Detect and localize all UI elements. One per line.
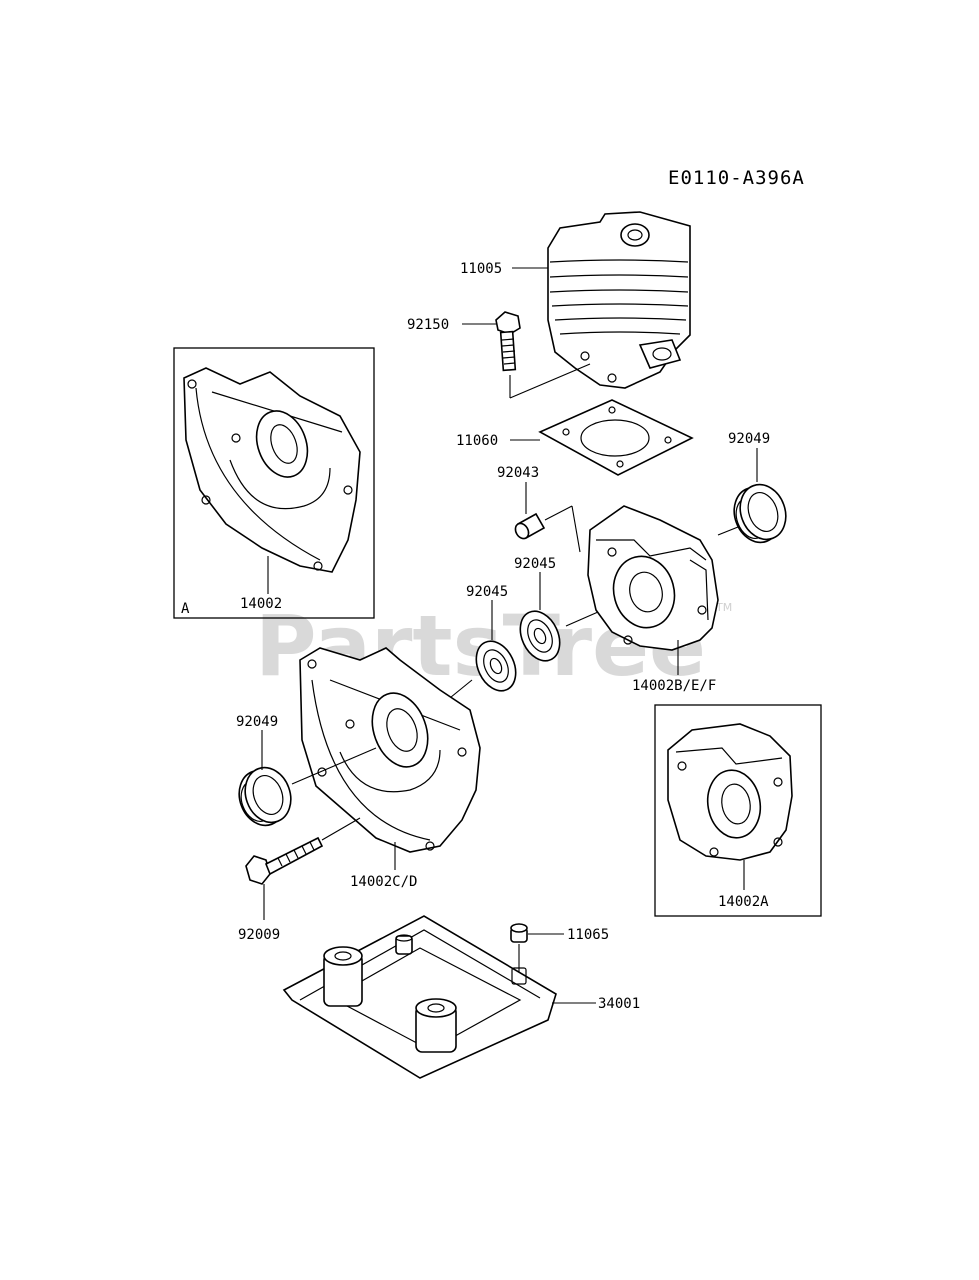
label-92049-right[interactable]: 92049 (728, 431, 770, 447)
label-92043[interactable]: 92043 (497, 465, 539, 481)
seal-right-part[interactable] (727, 478, 793, 549)
crankcase-right-part[interactable] (587, 505, 719, 651)
label-92049-left[interactable]: 92049 (236, 714, 278, 730)
base-cover-part[interactable] (282, 915, 557, 1079)
gasket-part[interactable] (538, 399, 694, 476)
inset-box-14002a: 14002A (654, 704, 822, 917)
label-11060[interactable]: 11060 (456, 433, 498, 449)
crankcase-14002-part[interactable] (183, 367, 361, 573)
watermark-trademark: TM (715, 601, 732, 614)
label-14002B-E-F[interactable]: 14002B/E/F (632, 678, 716, 694)
diagram-code: E0110-A396A (668, 167, 805, 189)
label-92150[interactable]: 92150 (407, 317, 449, 333)
label-11005[interactable]: 11005 (460, 261, 502, 277)
cylinder-part[interactable] (547, 211, 691, 389)
bolt-92150-part[interactable] (495, 311, 521, 372)
label-92045-left[interactable]: 92045 (466, 584, 508, 600)
crankcase-left-part[interactable] (299, 647, 481, 853)
label-14002C-D[interactable]: 14002C/D (350, 874, 417, 890)
bearing-left-part[interactable] (469, 635, 524, 697)
label-14002A[interactable]: 14002A (718, 894, 769, 910)
label-92009[interactable]: 92009 (238, 927, 280, 943)
inset-box-a: A 14002 (173, 347, 375, 619)
label-11065[interactable]: 11065 (567, 927, 609, 943)
bearing-right-part[interactable] (513, 605, 568, 667)
inset-corner-letter: A (181, 601, 190, 617)
bolt-92009-part[interactable] (245, 836, 324, 885)
pin-part[interactable] (513, 512, 546, 541)
seal-left-part[interactable] (232, 761, 298, 832)
label-34001[interactable]: 34001 (598, 996, 640, 1012)
crankcase-14002a-part[interactable] (667, 723, 793, 861)
label-92045-right[interactable]: 92045 (514, 556, 556, 572)
plug-part[interactable] (510, 923, 528, 943)
label-14002[interactable]: 14002 (240, 596, 282, 612)
